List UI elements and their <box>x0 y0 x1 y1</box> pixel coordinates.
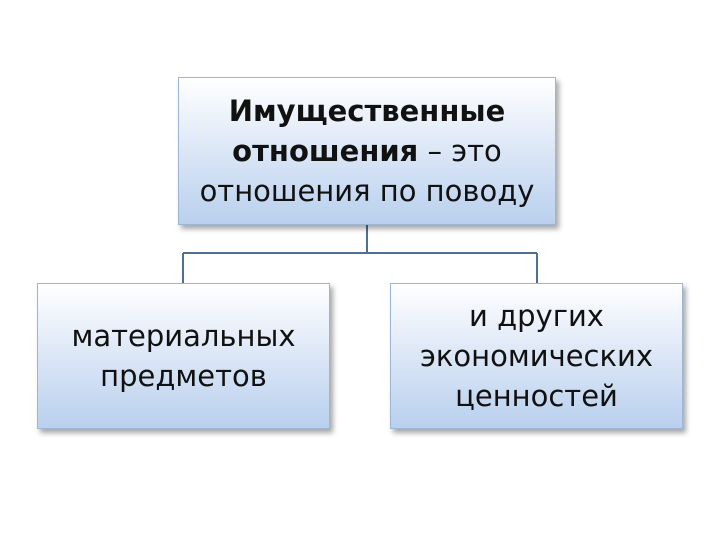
top-box-bold-line1: Имущественные <box>228 94 506 128</box>
right-box-text: и других экономических ценностей <box>414 296 659 416</box>
top-box-text: Имущественные отношения – это отношения … <box>194 91 541 211</box>
left-box-material-objects: материальных предметов <box>37 283 330 429</box>
left-box-line1: материальных <box>71 319 296 353</box>
left-box-text: материальных предметов <box>65 316 301 396</box>
top-box-property-relations: Имущественные отношения – это отношения … <box>178 77 556 225</box>
right-box-economic-values: и других экономических ценностей <box>390 283 683 429</box>
top-box-line3: отношения по поводу <box>199 174 535 208</box>
right-box-line1: и других <box>469 299 604 333</box>
top-box-line2-rest: – это <box>418 134 502 168</box>
top-box-bold-line2: отношения <box>232 134 419 168</box>
left-box-line2: предметов <box>100 359 267 393</box>
right-box-line2: экономических <box>419 339 654 373</box>
right-box-line3: ценностей <box>455 379 618 413</box>
